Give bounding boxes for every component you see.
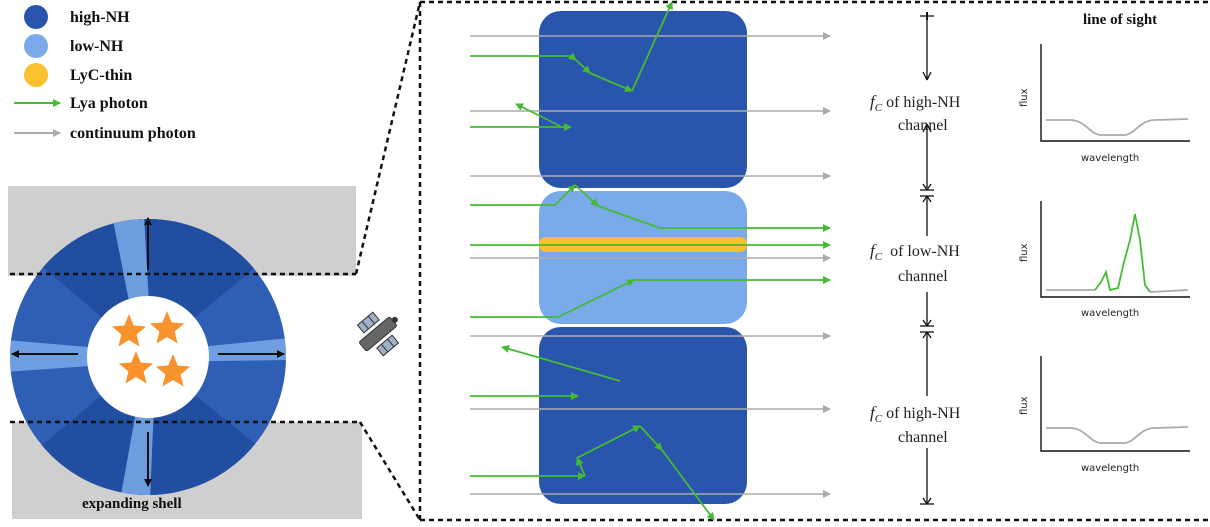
spectrum-bottom: wavelength flux [1019,356,1190,474]
high-nh-block-top [539,11,747,188]
star-icon [155,354,191,387]
lyc-thin-swatch [24,63,48,87]
legend-item-high-nh: high-NH [24,5,130,29]
star-icon [149,311,185,344]
spectrum-axes [1040,356,1190,452]
lya-path [589,72,633,92]
absorption-profile [1046,426,1189,444]
lya-path [639,425,663,451]
lya-path [661,449,715,521]
y-axis-label: flux [1019,88,1030,107]
fc-subscript: C [875,413,883,425]
fc-text: of high-NH [886,94,961,111]
x-axis-label: wavelength [1081,463,1139,474]
star-icon [111,314,147,347]
lya-path [470,279,635,318]
low-nh-swatch [24,34,48,58]
x-axis-label: wavelength [1081,308,1139,319]
star-cluster [111,311,191,387]
shell-cavity [87,296,209,418]
lya-path [501,345,621,382]
lya-path [575,59,591,74]
high-nh-block-bottom [539,327,747,504]
expanding-shell: expanding shell [8,186,362,519]
legend-label: Lya photon [70,95,148,112]
x-axis-label: wavelength [1081,153,1139,164]
legend: high-NH low-NH LyC-thin Lya photon conti… [14,5,196,142]
fc-text: of high-NH [886,405,961,422]
absorption-profile [1046,118,1189,136]
legend-label: LyC-thin [70,67,132,84]
spectrum-axes [1040,44,1190,142]
lya-path [597,205,831,232]
lya-path [470,52,577,61]
covering-fraction-brackets [920,12,934,505]
fc-symbol: f [870,241,877,260]
lya-path [576,457,586,477]
lya-emission-profile [1094,213,1151,293]
high-nh-swatch [24,5,48,29]
fc-text: of low-NH [890,243,960,260]
legend-item-lyc-thin: LyC-thin [24,63,132,87]
spectrum-top: wavelength flux [1019,44,1190,164]
legend-label: high-NH [70,9,130,26]
y-axis-label: flux [1019,396,1030,415]
legend-label: low-NH [70,38,124,55]
continuum-profile-right [1149,289,1189,293]
telescope-icon [356,311,400,357]
fc-symbol: f [870,92,877,111]
fc-line2: channel [898,117,948,134]
lya-path [470,184,576,206]
fc-subscript: C [875,251,883,263]
lya-path [631,1,673,92]
shell-label: expanding shell [82,496,182,512]
fc-line2: channel [898,429,948,446]
fc-line2: channel [898,268,948,285]
lya-path [576,425,641,459]
legend-item-continuum-photon: continuum photon [14,125,196,142]
zoom-connectors [10,0,1210,522]
fc-subscript: C [875,102,883,114]
spectrum-middle: wavelength flux [1019,201,1190,319]
legend-item-low-nh: low-NH [24,34,124,58]
legend-item-lya-photon: Lya photon [14,95,148,112]
y-axis-label: flux [1019,243,1030,262]
star-icon [118,351,154,384]
lya-photons [470,1,831,521]
spectrum-axes [1040,201,1190,298]
fc-symbol: f [870,403,877,422]
lya-path [515,103,561,127]
lya-path [574,184,599,207]
legend-label: continuum photon [70,125,196,142]
spectra-title: line of sight [1083,12,1157,28]
